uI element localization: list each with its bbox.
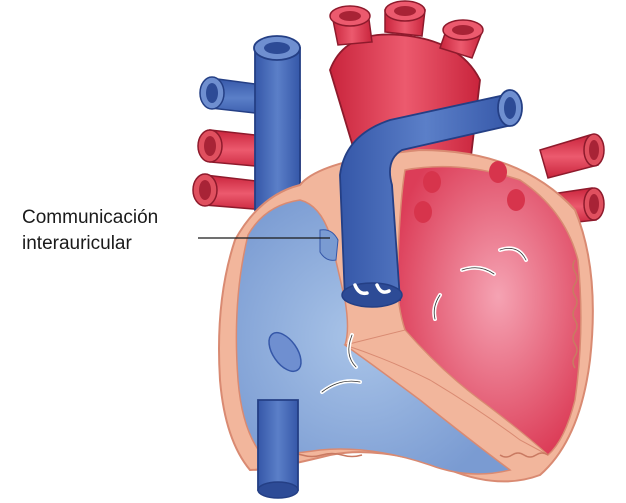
callout-label-line-1: Communicación [22, 206, 158, 229]
callout-label-line-2: interauricular [22, 232, 132, 255]
inferior-vena-cava [258, 400, 298, 498]
superior-vena-cava [254, 36, 300, 210]
